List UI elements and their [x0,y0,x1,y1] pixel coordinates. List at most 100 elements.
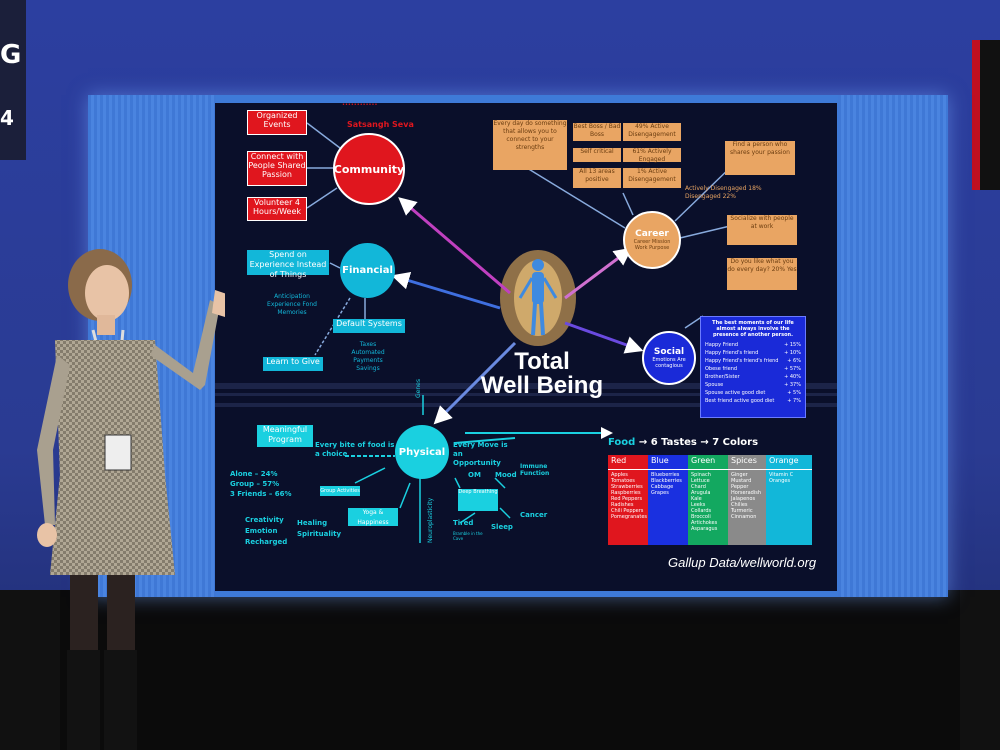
food-word: Food [608,437,636,448]
career-box-like: Do you like what you do every day? 20% Y… [727,258,797,290]
social-row: Happy Friend+ 15% [701,341,805,349]
screen-right-panel [838,95,948,597]
community-box-events: Organized Events [247,110,307,135]
social-panel-title: The best moments of our life almost alwa… [712,320,794,338]
social-row-value: + 7% [787,398,801,404]
social-circle: Social Emotions Are contagious [642,331,696,385]
physical-sleep: Sleep [491,523,513,531]
financial-note-taxes: Taxes Automated Payments Savings [351,341,385,372]
food-item: Spinach [691,472,711,478]
physical-neuroplasticity: Neuroplasticity [427,497,434,543]
food-column-head: Green [688,455,728,470]
presenter [37,249,225,750]
social-row: Spouse active good diet + 5% [701,389,805,397]
social-row: Obese friend + 57% [701,365,805,373]
social-row-label: Brother/Sister [705,374,740,380]
career-box-areas: All 13 areas positive [573,168,621,188]
social-row-label: Best friend active good diet [705,398,775,404]
food-item: Chili Peppers [611,508,644,514]
community-circle: Community [333,133,405,205]
career-box-boss: Best Boss / Bad Boss [573,123,621,141]
career-box-critical: Self critical [573,148,621,162]
food-header: Food → 6 Tastes → 7 Colors [608,437,759,448]
social-row: Brother/Sister+ 40% [701,373,805,381]
slide-top-note: •••••••••••• [342,102,378,108]
physical-mood: Mood [495,471,517,479]
food-item: Grapes [651,490,669,496]
food-item: Jalapenos [731,496,756,502]
financial-box-experience: Spend on Experience Instead of Things [247,250,329,279]
career-note-disengaged: Actively Disengaged 18%Disengaged 22% [685,185,762,200]
career-box-1: 1% Active Disengagement [623,168,681,188]
social-row-value: + 10% [784,350,801,356]
physical-group-stats: Alone – 24% Group – 57% 3 Friends – 66% [230,470,292,498]
social-row-value: + 57% [784,366,801,372]
physical-immune: Immune Function [520,463,550,477]
food-item: Pomegranates [611,514,648,520]
physical-box-group: Group Activities [320,486,360,496]
physical-move-opportunity: Every Move is an Opportunity [453,441,508,467]
social-row: Spouse + 37% [701,381,805,389]
financial-box-default: Default Systems [333,319,405,333]
financial-circle: Financial [340,243,395,298]
satsangh-label: Satsangh Seva [347,120,414,129]
slide-connectors [215,122,837,543]
food-item: Apples [611,472,628,478]
social-row-label: Happy Friend [705,342,739,348]
food-item: Cinnamon [731,514,757,520]
food-item: Radishes [611,502,634,508]
social-row-label: Obese friend [705,366,738,372]
food-column-head: Blue [648,455,688,470]
career-box-strengths: Every day do something that allows you t… [493,120,567,170]
presentation-slide: •••••••••••• Satsangh Seva Organized Eve… [215,102,837,591]
career-box-passion: Find a person who shares your passion [725,141,795,175]
food-item: Collards [691,508,712,514]
community-box-connect: Connect with People Shared Passion [247,151,307,186]
food-column-head: Spices [728,455,766,470]
physical-small-note: Bramble in the Cave [453,531,483,541]
social-row-value: + 37% [784,382,801,388]
slide-credit: Gallup Data/wellworld.org [668,555,817,570]
food-item: Pepper [731,484,749,490]
social-row: Best friend active good diet + 7% [701,397,805,405]
food-item: Horseradish [731,490,762,496]
food-item: Kale [691,496,702,502]
stage [60,590,960,750]
financial-note-anticipation: Anticipation Experience Fond Memories [267,293,317,316]
social-row: Happy Friend's friend+ 10% [701,349,805,357]
social-row-value: + 5% [787,390,801,396]
food-item: Asparagus [691,526,718,532]
physical-box-yoga: Yoga & Happiness [348,508,398,526]
career-box-49: 49% Active Disengagement [623,123,681,141]
food-item: Blackberries [651,478,682,484]
food-item: Leeks [691,502,706,508]
physical-genes: Genes [415,379,422,398]
social-row-label: Spouse [705,382,724,388]
social-row-label: Spouse active good diet [705,390,766,396]
food-item: Vitamin C [769,472,794,478]
career-circle: Career Career Mission Work Purpose [623,211,681,269]
career-box-socialize: Socialize with people at work [727,215,797,245]
center-title: Total Well Being [480,348,604,399]
food-column-head: Orange [766,455,812,470]
physical-box-program: Meaningful Program [257,425,313,447]
food-item: Chilies [731,502,748,508]
community-box-volunteer: Volunteer 4 Hours/Week [247,197,307,221]
physical-cancer: Cancer [520,511,548,519]
food-item: Ginger [731,472,748,478]
physical-box-breathing: Deep Breathing [458,489,498,511]
career-box-61: 61% Actively Engaged [623,148,681,163]
food-item: Lettuce [691,478,710,484]
food-item: Arugula [691,490,711,496]
physical-tired: Tired [453,519,474,527]
social-stats-panel: The best moments of our life almost alwa… [700,316,806,418]
food-item: Oranges [769,478,791,484]
